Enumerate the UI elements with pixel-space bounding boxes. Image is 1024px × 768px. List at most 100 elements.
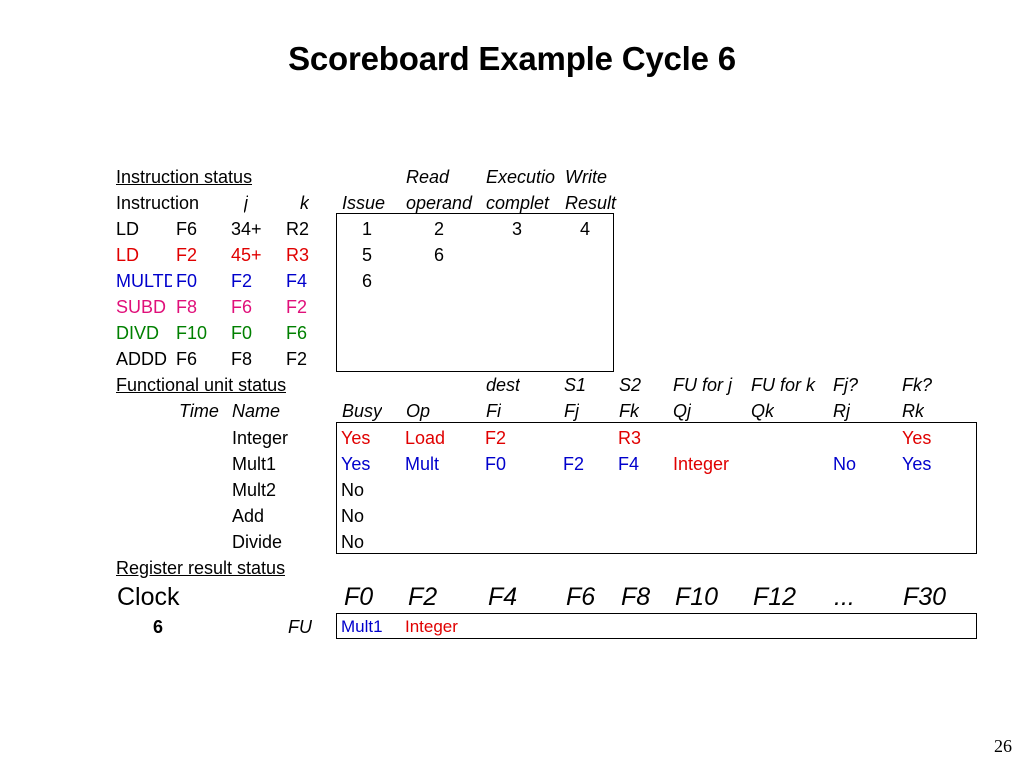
instruction-status-box: [336, 213, 614, 372]
col-head-exec-complete: complet: [486, 193, 550, 213]
instr-row-write: 4: [580, 219, 591, 239]
register-header: F8: [621, 583, 651, 611]
instr-row-j: F0: [231, 323, 253, 343]
col-head-read-operand: operand: [406, 193, 473, 213]
fu-head-s2: S2: [619, 375, 642, 395]
instr-row-issue: 1: [362, 219, 373, 239]
fu-row-fi: F2: [485, 428, 507, 448]
fu-row-name: Mult1: [232, 454, 277, 474]
instr-row-k: F2: [286, 349, 308, 369]
instr-row-k: R2: [286, 219, 310, 239]
fu-head-rk: Rk: [902, 401, 924, 421]
fu-row-busy: No: [341, 480, 365, 500]
fu-head-fu-for-j: FU for j: [673, 375, 733, 395]
fu-row-name: Divide: [232, 532, 283, 552]
instr-row-k: R3: [286, 245, 310, 265]
register-fu-value: Mult1: [341, 617, 383, 636]
fu-row-fi: F0: [485, 454, 507, 474]
fu-row-label: FU: [288, 617, 312, 637]
instr-row-j: F8: [231, 349, 253, 369]
fu-row-rj: No: [833, 454, 857, 474]
register-fu-value: Integer: [405, 617, 458, 636]
col-head-instruction: Instruction: [116, 193, 200, 213]
register-result-box: [336, 613, 977, 639]
fu-row-name: Add: [232, 506, 265, 526]
register-header: F12: [753, 583, 797, 611]
fu-head-s1: S1: [564, 375, 587, 395]
instr-row-k: F2: [286, 297, 308, 317]
instruction-status-heading: Instruction status: [116, 167, 253, 187]
fu-head-rj: Rj: [833, 401, 850, 421]
fu-row-rk: Yes: [902, 428, 932, 448]
fu-row-fk: R3: [618, 428, 642, 448]
register-result-status-heading: Register result status: [116, 558, 286, 578]
instr-row-dest: F8: [176, 297, 198, 317]
fu-row-busy: No: [341, 506, 365, 526]
register-header: F0: [344, 583, 374, 611]
fu-head-fu-for-k: FU for k: [751, 375, 816, 395]
fu-head-name: Name: [232, 401, 281, 421]
fu-head-qj: Qj: [673, 401, 691, 421]
instr-row-exec: 3: [512, 219, 523, 239]
col-head-write: Write: [565, 167, 607, 187]
fu-head-time: Time: [179, 401, 219, 421]
instr-row-j: F6: [231, 297, 253, 317]
instr-row-j: 45+: [231, 245, 262, 265]
register-header: F10: [675, 583, 719, 611]
functional-unit-status-box: [336, 422, 977, 554]
fu-head-op: Op: [406, 401, 431, 421]
instr-row-dest: F6: [176, 219, 198, 239]
fu-head-dest: dest: [486, 375, 521, 395]
instr-row-dest: F10: [176, 323, 208, 343]
instr-row-op: MULTD: [116, 271, 172, 291]
instr-row-issue: 5: [362, 245, 373, 265]
instr-row-op: ADDD: [116, 349, 168, 369]
fu-row-fk: F4: [618, 454, 640, 474]
register-header: F30: [903, 583, 947, 611]
register-header: ...: [834, 583, 855, 611]
instr-row-dest: F2: [176, 245, 198, 265]
fu-row-op: Load: [405, 428, 446, 448]
instr-row-k: F4: [286, 271, 308, 291]
col-head-read: Read: [406, 167, 450, 187]
instr-row-op: LD: [116, 219, 140, 239]
fu-row-name: Integer: [232, 428, 289, 448]
register-header: F6: [566, 583, 596, 611]
functional-unit-status-heading: Functional unit status: [116, 375, 287, 395]
instr-row-j: 34+: [231, 219, 262, 239]
fu-row-busy: Yes: [341, 454, 371, 474]
fu-row-busy: Yes: [341, 428, 371, 448]
instr-row-dest: F0: [176, 271, 198, 291]
fu-row-op: Mult: [405, 454, 440, 474]
fu-head-fk-ready: Fk?: [902, 375, 933, 395]
clock-label: Clock: [117, 583, 180, 611]
instr-row-op: SUBD: [116, 297, 167, 317]
fu-head-fk: Fk: [619, 401, 639, 421]
instr-row-read: 6: [434, 245, 445, 265]
slide-title: Scoreboard Example Cycle 6: [288, 40, 736, 77]
instr-row-issue: 6: [362, 271, 373, 291]
fu-head-fj: Fj: [564, 401, 579, 421]
col-head-issue: Issue: [342, 193, 386, 213]
col-head-exec: Executio: [486, 167, 556, 187]
fu-row-qj: Integer: [673, 454, 730, 474]
instr-row-op: DIVD: [116, 323, 160, 343]
fu-row-name: Mult2: [232, 480, 277, 500]
fu-head-fj-ready: Fj?: [833, 375, 859, 395]
clock-value: 6: [153, 617, 164, 637]
fu-head-qk: Qk: [751, 401, 775, 421]
fu-row-fj: F2: [563, 454, 585, 474]
register-header: F2: [408, 583, 438, 611]
instr-row-j: F2: [231, 271, 253, 291]
col-head-j: j: [244, 193, 248, 213]
col-head-write-result: Result: [565, 193, 617, 213]
fu-row-busy: No: [341, 532, 365, 552]
col-head-k: k: [300, 193, 309, 213]
instr-row-read: 2: [434, 219, 445, 239]
instr-row-k: F6: [286, 323, 308, 343]
register-header: F4: [488, 583, 518, 611]
fu-head-fi: Fi: [486, 401, 501, 421]
fu-head-busy: Busy: [342, 401, 383, 421]
page-number: 26: [994, 736, 1012, 756]
fu-row-rk: Yes: [902, 454, 932, 474]
